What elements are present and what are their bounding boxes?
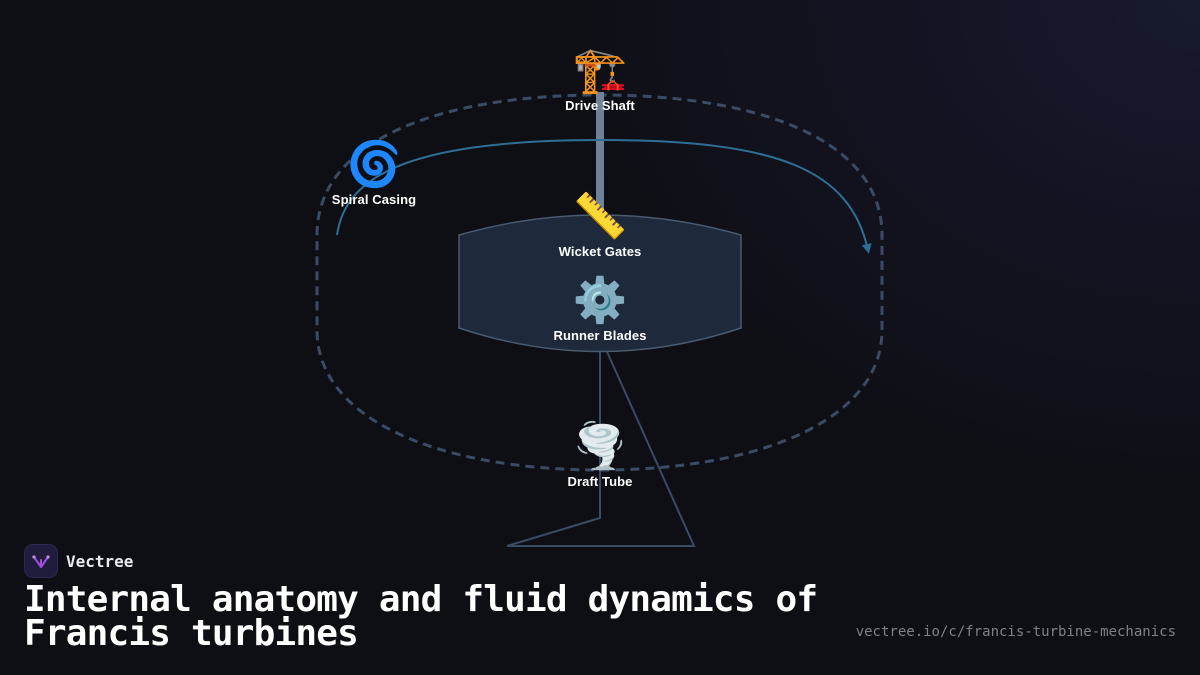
node-spiral-casing: 🌀 Spiral Casing (331, 139, 417, 208)
node-runner-blades: ⚙️ Runner Blades (553, 275, 647, 344)
node-draft-tube: 🌪️ Draft Tube (567, 421, 633, 490)
runner-body (458, 214, 742, 353)
node-label-runner-blades: Runner Blades (553, 328, 647, 343)
tornado-icon: 🌪️ (572, 421, 628, 472)
node-label-draft-tube: Draft Tube (567, 474, 633, 489)
flow-arrow (336, 138, 872, 254)
node-label-wicket-gates: Wicket Gates (558, 244, 642, 259)
vectree-logo-icon (24, 544, 58, 578)
housing-outline (315, 93, 884, 472)
node-wicket-gates: 📏 Wicket Gates (558, 191, 642, 260)
node-label-drive-shaft: Drive Shaft (565, 98, 635, 113)
drive-shaft-rod (596, 92, 604, 220)
cyclone-icon: 🌀 (346, 139, 402, 190)
brand-name: Vectree (66, 551, 134, 571)
crane-icon: 🏗️ (572, 45, 628, 96)
node-drive-shaft: 🏗️ Drive Shaft (565, 45, 635, 114)
draft-tube-outline (506, 344, 696, 547)
page-title: Internal anatomy and fluid dynamics of F… (24, 579, 818, 654)
ruler-icon: 📏 (572, 191, 628, 242)
source-url: vectree.io/c/francis-turbine-mechanics (855, 624, 1176, 640)
gear-icon: ⚙️ (572, 275, 628, 326)
node-label-spiral-casing: Spiral Casing (331, 192, 417, 207)
brand: Vectree (24, 544, 133, 578)
